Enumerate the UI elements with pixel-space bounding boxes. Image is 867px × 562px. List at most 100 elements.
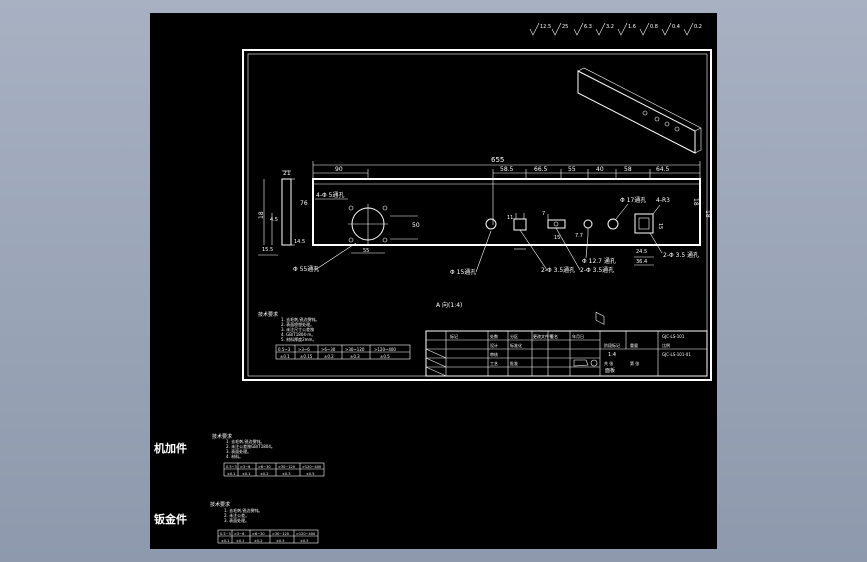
dim-hole-offset: 90 xyxy=(335,166,343,173)
roughness-value: 3.2 xyxy=(606,24,614,30)
tb-cell: 工艺 xyxy=(490,361,498,366)
roughness-symbol: 3.2 xyxy=(595,22,614,36)
tol-value: ±0.5 xyxy=(306,472,315,476)
dim-55-bottom: 55 xyxy=(363,248,369,254)
roughness-symbol: 0.8 xyxy=(639,22,658,36)
tol-header: >120~400 xyxy=(374,347,396,352)
tb-cell: 设计 xyxy=(490,342,498,348)
tb-cell: 处数 xyxy=(490,333,498,339)
dim-height-76: 76 xyxy=(300,200,308,207)
roughness-value: 12.5 xyxy=(540,24,551,30)
tol-value: ±0.3 xyxy=(350,354,360,359)
dim-50: 50 xyxy=(412,222,420,229)
note-4r3: 4-R3 xyxy=(656,197,670,204)
tb-cell: 重量 xyxy=(630,342,638,348)
tb-cell: 标记 xyxy=(450,333,458,339)
tech-note: 4. GB/T1804-m。 xyxy=(281,332,315,337)
hole-15 xyxy=(485,218,497,230)
tol-header: >3~6 xyxy=(298,347,310,352)
title-block: 标记 处数 分区 更改文件号 签名 年月日 设计 标准化 阶段标记 重量 比例 … xyxy=(425,330,708,377)
isometric-view xyxy=(577,67,702,325)
notes-title: 技术要求 xyxy=(212,433,232,440)
tol-value: ±0.2 xyxy=(254,539,263,543)
dim-11: 11 xyxy=(507,215,513,221)
slot-connector-2 xyxy=(547,219,566,229)
note-17: Φ 17通孔 xyxy=(620,196,646,204)
tol-header: >30~120 xyxy=(272,532,289,536)
dim-spacing: 66.5 xyxy=(534,166,548,173)
dim-spacing: 40 xyxy=(596,166,604,173)
side-view: 21 18 4.5 14.5 15.5 xyxy=(258,170,305,256)
tol-header: >120~400 xyxy=(296,532,315,536)
note: 2. 未注公差。 xyxy=(224,512,249,518)
note-2-35-a: 2-Φ 3.5通孔 xyxy=(541,266,575,274)
part-name: 面板 xyxy=(605,367,615,374)
roughness-value: 0.2 xyxy=(694,24,702,30)
note: 3. 表面处理。 xyxy=(226,448,251,454)
tech-note: 2. 表面喷塑处理。 xyxy=(281,321,314,327)
hole-17 xyxy=(607,218,619,230)
dim-right-height: 18 xyxy=(704,210,711,218)
note-left-holes: 4-Φ 5通孔 xyxy=(316,191,344,199)
tol-value: ±0.5 xyxy=(300,539,309,543)
tol-header: >6~30 xyxy=(258,465,271,469)
tech-notes-title: 技术要求 xyxy=(258,311,278,318)
drawing-border-outer xyxy=(242,49,712,381)
tolerance-table: 0.5~3 >3~6 >6~30 >30~120 >120~400 ±0.1 ±… xyxy=(275,344,411,360)
tb-cell: 标准化 xyxy=(510,342,522,348)
tol-value: ±0.2 xyxy=(324,354,334,359)
dim-15-right: 15 xyxy=(657,223,663,229)
tol-value: ±0.15 xyxy=(300,354,313,359)
technical-notes: 技术要求 1. 去毛刺,锐边倒钝。 2. 表面喷塑处理。 3. 未注尺寸公差按 … xyxy=(258,311,319,342)
tol-header: >6~30 xyxy=(321,347,336,352)
tb-cell: 共 张 xyxy=(604,360,613,366)
tech-note: 3. 未注尺寸公差按 xyxy=(281,326,314,332)
roughness-symbol: 12.5 xyxy=(529,22,551,36)
tol-header: 0.5~3 xyxy=(226,465,237,469)
tb-cell: 批准 xyxy=(510,360,518,366)
slot-connector-1 xyxy=(513,218,527,231)
tol-value: ±0.1 xyxy=(227,472,236,476)
tol-value: ±0.1 xyxy=(236,539,245,543)
roughness-symbol: 25 xyxy=(551,22,568,36)
dim-overall-length: 655 xyxy=(491,156,504,164)
dim-side-small-3: 15.5 xyxy=(262,247,273,253)
tol-header: >30~120 xyxy=(278,465,295,469)
tol-value: ±0.1 xyxy=(280,354,290,359)
dim-24-5: 24.5 xyxy=(636,249,647,255)
view-label: A 向(1:4) xyxy=(436,301,462,309)
tb-cell: 更改文件号 xyxy=(533,333,553,339)
tb-cell: 年月日 xyxy=(572,333,584,339)
note-hole-below: Φ 15通孔 xyxy=(450,268,476,276)
tb-cell: 审核 xyxy=(490,351,498,357)
note-2-35-b: 2-Φ 3.5通孔 xyxy=(580,266,614,274)
dim-side-small-2: 14.5 xyxy=(294,239,305,245)
drawing-number: GJC-LS-101-01 xyxy=(662,352,691,357)
part-code: GJC-LS-101 xyxy=(662,334,685,339)
cad-viewport[interactable]: 12.5 25 6.3 3.2 1.6 0.8 0.4 0.2 xyxy=(150,13,717,549)
dim-7-7: 7.7 xyxy=(575,233,583,239)
notes-title: 技术要求 xyxy=(210,501,230,508)
tb-cell: 分区 xyxy=(510,333,518,339)
tech-note: 5. 材料厚度2mm。 xyxy=(281,336,316,342)
tb-cell: 阶段标记 xyxy=(604,342,620,348)
roughness-symbol: 0.4 xyxy=(661,22,680,36)
hole-127 xyxy=(583,219,593,229)
tol-header: 0.5~3 xyxy=(220,532,231,536)
roughness-symbols: 12.5 25 6.3 3.2 1.6 0.8 0.4 0.2 xyxy=(529,22,702,36)
tol-value: ±0.3 xyxy=(276,539,285,543)
dim-side-height: 18 xyxy=(258,211,265,219)
dim-spacing: 55 xyxy=(568,166,576,173)
tb-cell: 比例 xyxy=(662,342,670,348)
note: 4. 材料。 xyxy=(226,453,243,459)
tol-header: >3~6 xyxy=(240,465,250,469)
dim-height-18: 18 xyxy=(692,198,699,206)
roughness-symbol: 0.2 xyxy=(683,22,702,36)
tb-cell: 第 张 xyxy=(630,360,639,366)
section-label: 钣金件 xyxy=(154,512,187,526)
note: 3. 表面处理。 xyxy=(224,517,249,523)
note-12-7: Φ 12.7 通孔 xyxy=(582,257,616,265)
tol-value: ±0.3 xyxy=(282,472,291,476)
roughness-value: 25 xyxy=(562,24,568,30)
tol-header: >30~120 xyxy=(345,347,365,352)
